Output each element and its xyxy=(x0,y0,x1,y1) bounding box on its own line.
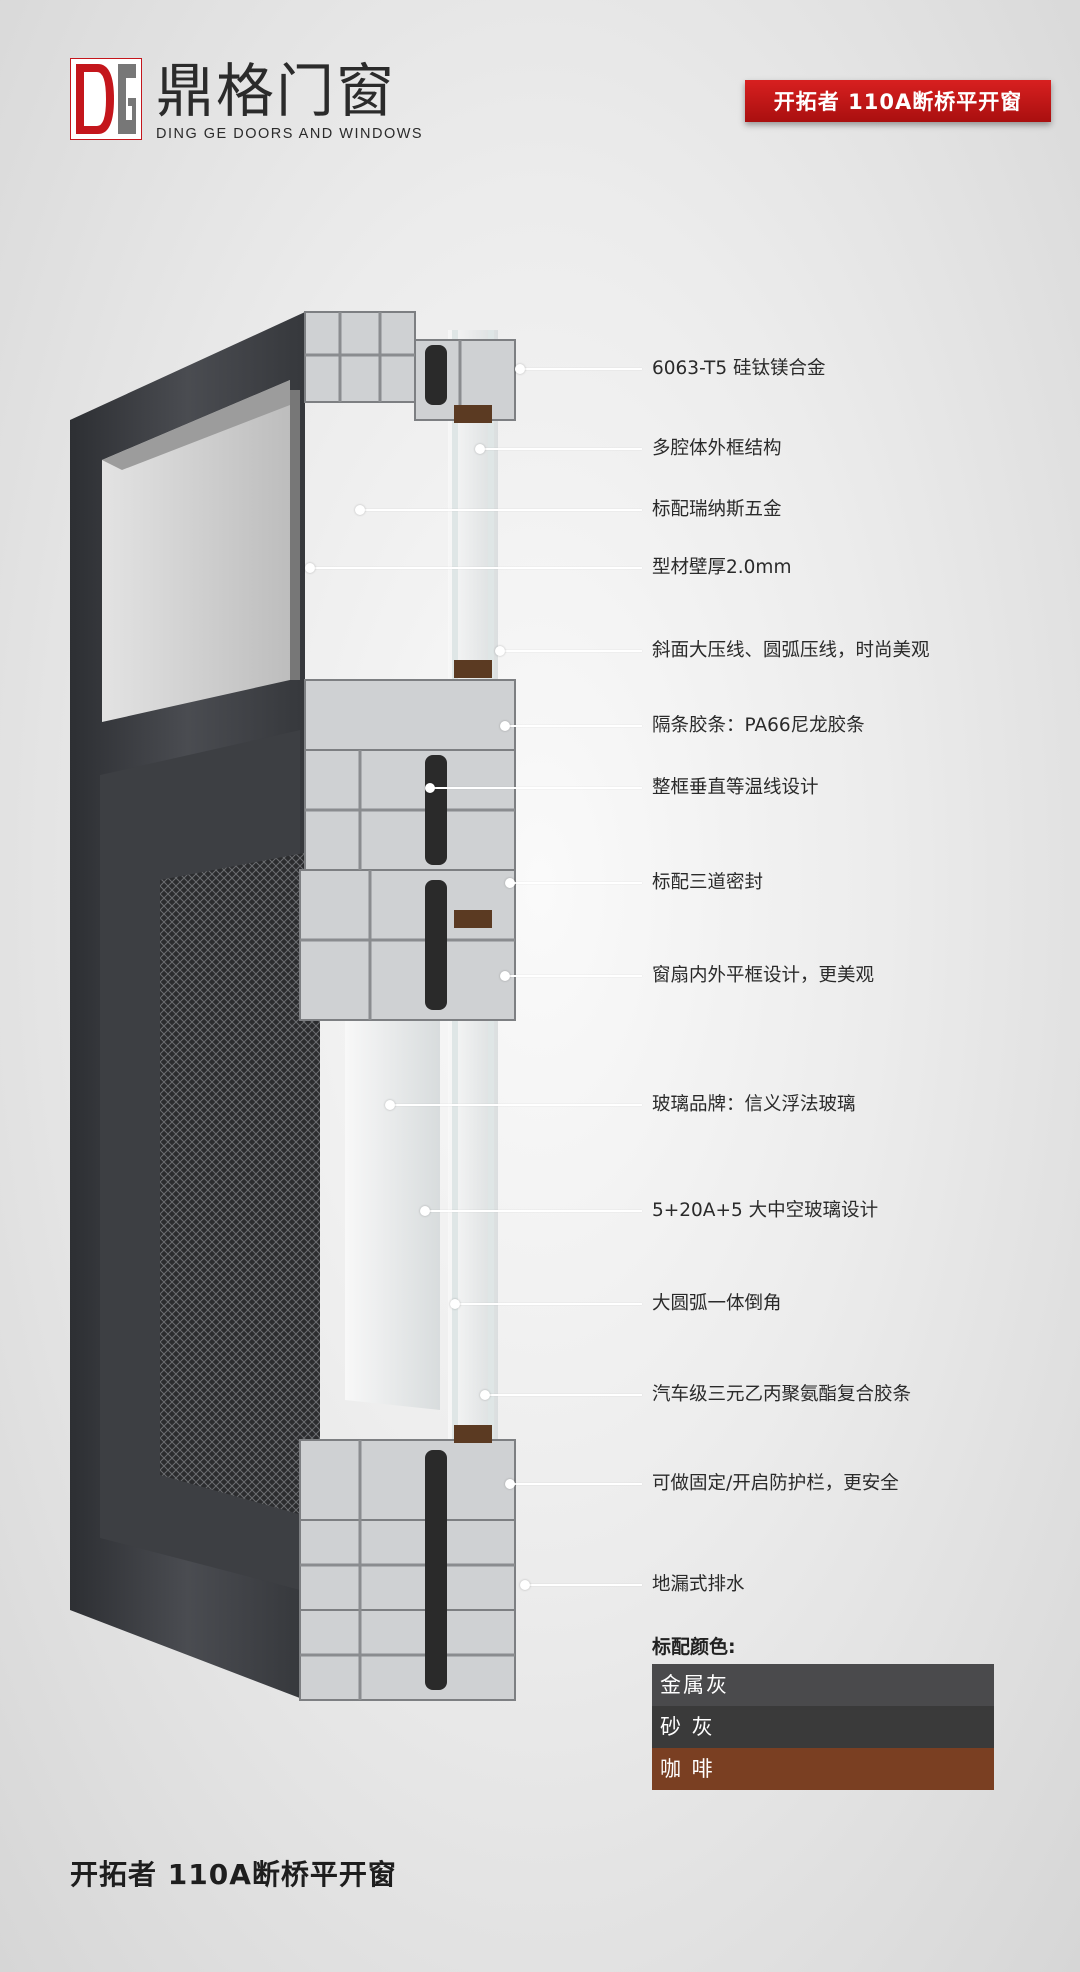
callout-label: 标配三道密封 xyxy=(652,872,764,893)
callout-label: 地漏式排水 xyxy=(652,1574,745,1595)
brand-name-en: DING GE DOORS AND WINDOWS xyxy=(156,126,424,142)
callout-label: 窗扇内外平框设计，更美观 xyxy=(652,965,875,986)
product-badge: 开拓者 110A断桥平开窗 xyxy=(745,80,1051,122)
brand-logo-mark-icon xyxy=(70,58,142,140)
callout-label: 大圆弧一体倒角 xyxy=(652,1293,782,1314)
callout-label: 斜面大压线、圆弧压线，时尚美观 xyxy=(652,640,930,661)
callout-label: 汽车级三元乙丙聚氨酯复合胶条 xyxy=(652,1384,912,1405)
callout-label: 6063-T5 硅钛镁合金 xyxy=(652,358,826,379)
brand-logo: 鼎格门窗 DING GE DOORS AND WINDOWS xyxy=(70,57,430,148)
brand-name: 鼎格门窗 xyxy=(156,57,397,125)
colors-title: 标配颜色: xyxy=(652,1636,736,1658)
standard-colors: 标配颜色: 金属灰 砂 灰 咖 啡 xyxy=(652,1630,994,1790)
callout-label: 5+20A+5 大中空玻璃设计 xyxy=(652,1200,879,1221)
callout-label: 隔条胶条：PA66尼龙胶条 xyxy=(652,715,865,736)
callout-label: 整框垂直等温线设计 xyxy=(652,777,819,798)
callout-label: 型材壁厚2.0mm xyxy=(652,557,792,578)
color-swatch-metal-gray: 金属灰 xyxy=(652,1664,994,1706)
color-swatch-coffee: 咖 啡 xyxy=(652,1748,994,1790)
callout-label: 多腔体外框结构 xyxy=(652,438,782,459)
color-swatch-sand-gray: 砂 灰 xyxy=(652,1706,994,1748)
callout-label: 标配瑞纳斯五金 xyxy=(652,499,782,520)
window-section-illustration xyxy=(70,311,516,1701)
footer-title: 开拓者 110A断桥平开窗 xyxy=(70,1858,397,1891)
callout-label: 玻璃品牌：信义浮法玻璃 xyxy=(652,1094,856,1115)
callout-label: 可做固定/开启防护栏，更安全 xyxy=(652,1473,899,1494)
